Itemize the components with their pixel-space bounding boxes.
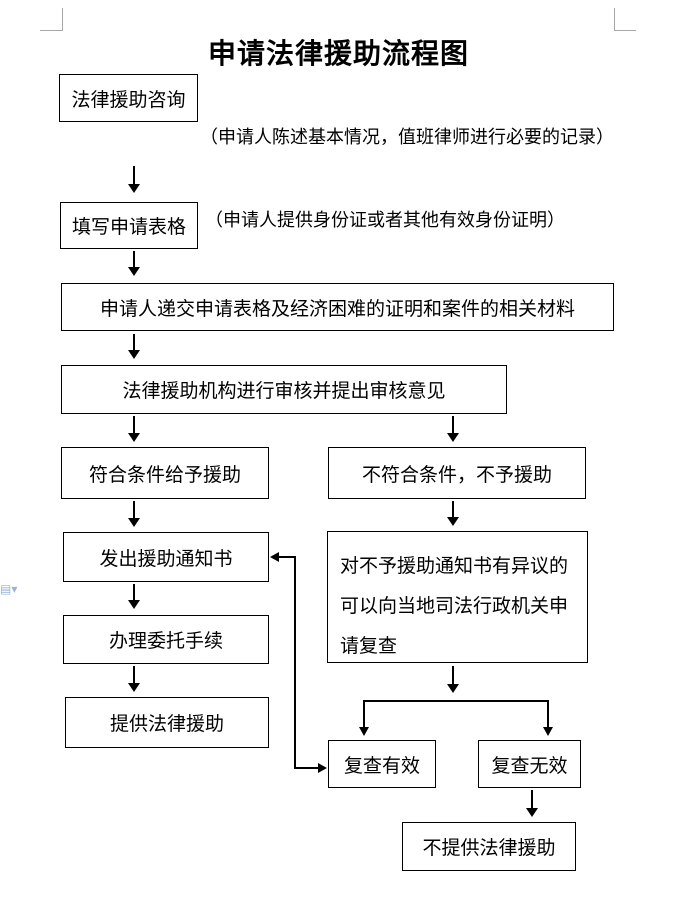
arrow-not-eligible-to-objection [447,501,459,526]
corner-mark-top-right-v [614,8,615,31]
node-objection: 对不予援助通知书有异议的可以向当地司法行政机关申请复查 [327,531,588,663]
corner-mark-top-right-h [614,30,636,31]
feedback-arrowhead-right [318,763,327,773]
split-left-arrowhead [359,727,369,736]
node-not-eligible: 不符合条件，不予援助 [328,447,586,499]
arrow-eligible-to-notice [128,501,140,527]
arrow-procedure-to-provide [128,666,140,692]
split-line-horizontal [363,700,549,702]
node-provide: 提供法律援助 [65,697,269,748]
feedback-line-vertical [294,556,296,769]
node-recheck-valid: 复查有效 [328,740,436,788]
arrow-review-to-eligible [128,416,140,442]
arrow-review-to-not-eligible [447,416,459,442]
node-consult: 法律援助咨询 [59,74,198,122]
split-line-right-drop [547,700,549,727]
note-fill-form: （申请人提供身份证或者其他有效身份证明） [205,210,565,231]
feedback-line-top [278,556,296,558]
page-title: 申请法律援助流程图 [207,37,469,70]
node-procedure: 办理委托手续 [63,615,269,664]
note-consult: （申请人陈述基本情况，值班律师进行必要的记录） [200,127,614,148]
arrow-notice-to-procedure [128,584,140,609]
split-right-arrowhead [543,727,553,736]
arrow-form-to-submit [128,251,140,276]
node-objection-text: 对不予援助通知书有异议的可以向当地司法行政机关申请复查 [340,555,569,657]
corner-mark-top-left-h [40,30,62,31]
node-recheck-invalid: 复查无效 [478,740,581,788]
node-submit: 申请人递交申请表格及经济困难的证明和案件的相关材料 [61,283,614,331]
node-notice: 发出援助通知书 [63,532,269,582]
arrow-consult-to-form [128,166,140,193]
arrow-invalid-to-no-aid [526,790,538,817]
node-no-aid: 不提供法律援助 [402,822,576,871]
arrow-submit-to-review [128,334,140,359]
split-line-left-drop [363,700,365,727]
feedback-line-bottom [295,767,319,769]
arrow-objection-to-split [447,666,459,693]
corner-mark-top-left-v [62,8,63,31]
feedback-arrowhead-left [270,552,279,562]
node-fill-form: 填写申请表格 [60,202,198,249]
node-review: 法律援助机构进行审核并提出审核意见 [61,365,507,414]
layout-options-icon[interactable]: ▤▾ [0,582,18,596]
node-eligible: 符合条件给予援助 [61,447,269,499]
